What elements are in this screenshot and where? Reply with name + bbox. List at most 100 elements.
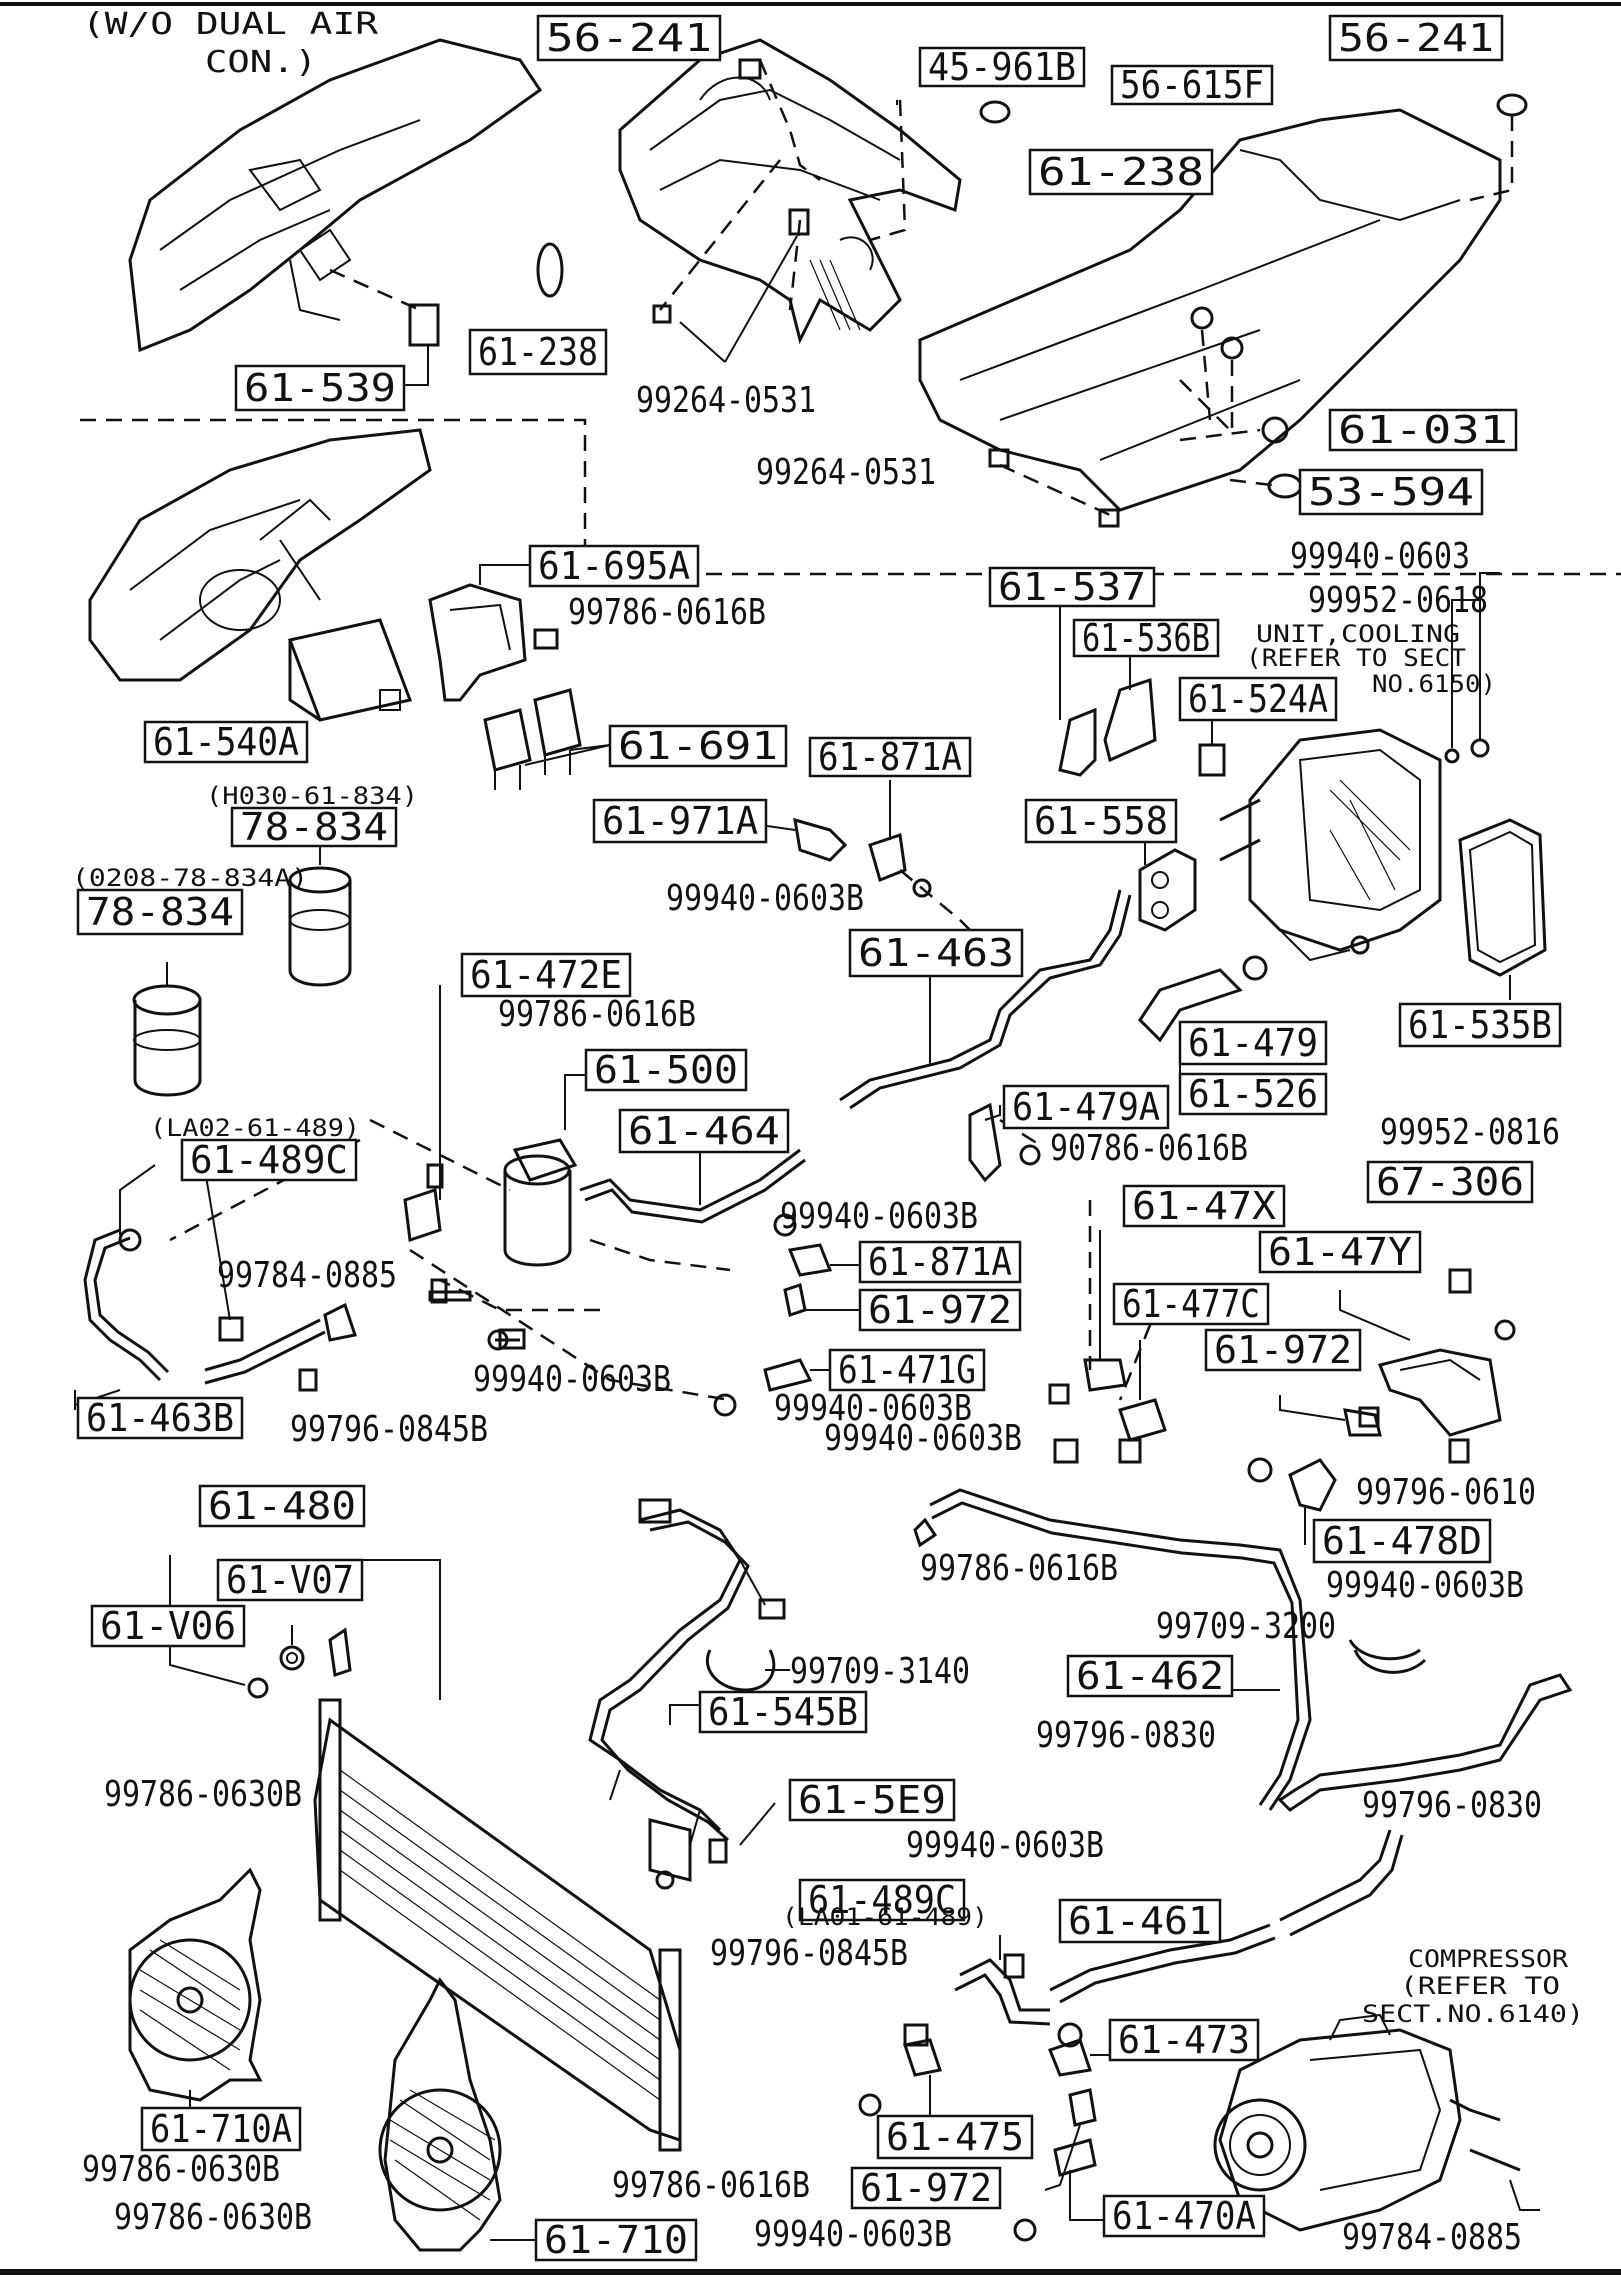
part-label-boxed: 61-461 [1058,1898,1222,1944]
part-label-boxed: 61-464 [618,1108,790,1154]
drier-canister-large [132,962,202,1097]
bolts-misc [298,1268,1516,1464]
part-number-text: 61-031 [1338,408,1508,452]
label-box [850,2166,1002,2210]
drier-canister-small [288,846,352,987]
label-box [468,328,608,376]
part-number-text: 99786-0616B [612,2165,810,2206]
part-label-boxed: 61-463 [848,928,1024,978]
part-label-boxed: 61-536B [1072,616,1220,660]
label-box [698,1690,868,1734]
label-box [230,806,398,848]
label-box [918,46,1086,88]
part-number-text: 99709-3140 [790,1651,970,1692]
part-number-text: 99786-0630B [104,1774,302,1815]
part-number-text: 99796-0830 [1036,1715,1216,1756]
cooling-unit-note: NO.6150) [1372,670,1496,698]
part-label-boxed: 61-478D [1312,1518,1492,1564]
bracket-61-479a [968,1102,1041,1183]
part-number-text: 99709-3200 [1156,1606,1336,1647]
heading-note: (W/O DUAL AIR [82,7,379,42]
pipe-61-463 [839,889,1122,1102]
clamp-99709-3140 [706,1649,776,1692]
receiver-drier-61-500 [503,1074,585,1267]
part-number-text: 61-479 [1188,1021,1318,1065]
part-number-text: 99796-0610 [1356,1472,1536,1513]
part-label-boxed: 61-462 [1066,1654,1234,1698]
part-label-boxed: 78-834 [76,888,244,936]
label-box [1258,1230,1422,1274]
label-box [234,364,406,412]
part-label-boxed: 61-5E9 [788,1778,956,1822]
part-label-boxed: 61-V07 [216,1558,364,1602]
label-box [1178,1072,1328,1116]
part-label-boxed: 61-472E [460,952,632,998]
part-number-text: 61-524A [1188,677,1328,721]
label-box [618,1108,790,1154]
part-label-boxed: 61-871A [808,735,972,779]
clamp-99709-3200 [1348,1639,1421,1661]
part-label-boxed: 56-615F [1110,63,1274,107]
part-label-boxed: 61-475 [876,2114,1034,2160]
label-box [1312,1518,1492,1564]
fan-61-710 [378,1977,535,2252]
part-number-text: 61-526 [1188,1072,1318,1116]
part-number-text: 61-536B [1082,616,1210,660]
part-number-text: 99796-0830 [1362,1785,1542,1826]
part-number-text: 61-480 [208,1484,356,1528]
part-number-text: 61-489C [190,1138,348,1182]
label-box [1178,676,1338,722]
part-label-boxed: 61-471G [828,1348,986,1392]
clamp-61-871a-lower [773,1213,860,1277]
part-number-text: 61-710 [544,2218,688,2262]
part-label-boxed: 45-961B [918,45,1086,89]
dashboard-lower-drawing [88,428,432,722]
label-box [143,720,309,764]
cooling-unit-note: UNIT,COOLING [1256,620,1460,648]
part-label-boxed: 61-535B [1398,1002,1562,1048]
part-number-text: 61-472E [470,953,622,997]
part-number-text: 56-241 [546,16,712,60]
part-label-boxed: 56-241 [536,14,722,62]
part-number-text: 61-972 [868,1288,1012,1332]
label-box [180,1138,358,1182]
part-number-text: 61-558 [1034,799,1168,843]
part-label-boxed: 61-710 [534,2218,698,2262]
label-box [858,1288,1022,1332]
bracket-61-695a [428,564,559,702]
label-box [1178,1020,1328,1066]
part-label-boxed: 61-463B [76,1396,244,1440]
label-box [76,888,244,936]
label-box [76,1396,244,1440]
cooling-unit-evaporator [1219,572,1500,962]
part-label-boxed: 61-489C [180,1138,358,1182]
label-box [460,952,632,998]
bracket-61-47x [1083,1230,1127,1392]
part-number-text: 61-238 [1038,150,1204,194]
part-number-text: 61-47Y [1268,1230,1412,1274]
dash-panel-drawing [536,38,1011,363]
part-number-text: 99952-0816 [1380,1112,1560,1153]
relays-61-691 [483,688,611,790]
part-number-text: 61-461 [1068,1899,1212,1943]
bracket-61-472e [403,985,444,1243]
cooling-unit-note: (REFER TO SECT [1246,644,1466,672]
part-number-text: 61-545B [708,1690,858,1734]
part-label-boxed: 53-594 [1298,468,1484,516]
part-number-text: 61-464 [628,1109,780,1153]
grommet-61-v07 [279,1625,305,1671]
part-number-text: 61-535B [1408,1003,1552,1047]
part-number-text: 61-871A [868,1240,1012,1284]
label-box [1024,798,1178,844]
clamp-61-473 [1048,2022,1110,2077]
label-box [808,736,972,778]
part-number-text: 61-478D [1322,1519,1482,1563]
part-label-boxed: 61-539 [234,364,406,412]
label-box [1298,468,1484,516]
part-number-text: 61-479A [1012,1085,1160,1129]
pipe-61-489c-lower [903,1935,1051,2047]
part-number-text: 99786-0616B [920,1548,1118,1589]
part-label-boxed: 61-558 [1024,798,1178,844]
